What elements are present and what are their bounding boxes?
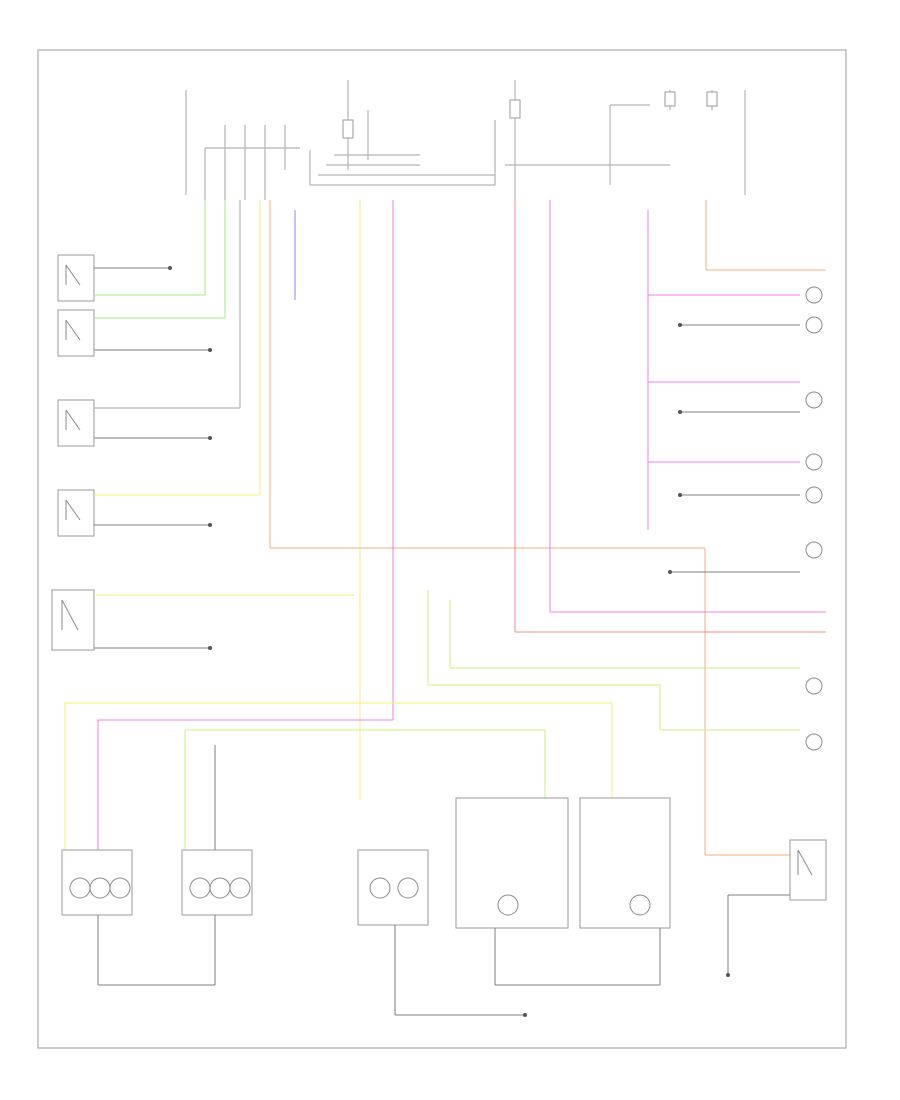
fuse-block-top [185, 80, 746, 200]
lower-wiring [64, 590, 800, 850]
diagram-frame [37, 49, 847, 1049]
left-switch-wires [94, 200, 355, 650]
center-wires [97, 200, 826, 856]
lower-lamp-assemblies [61, 797, 827, 929]
left-door-switches [51, 254, 95, 651]
right-lamp-feeds [648, 286, 823, 751]
ground-returns [97, 894, 790, 1017]
